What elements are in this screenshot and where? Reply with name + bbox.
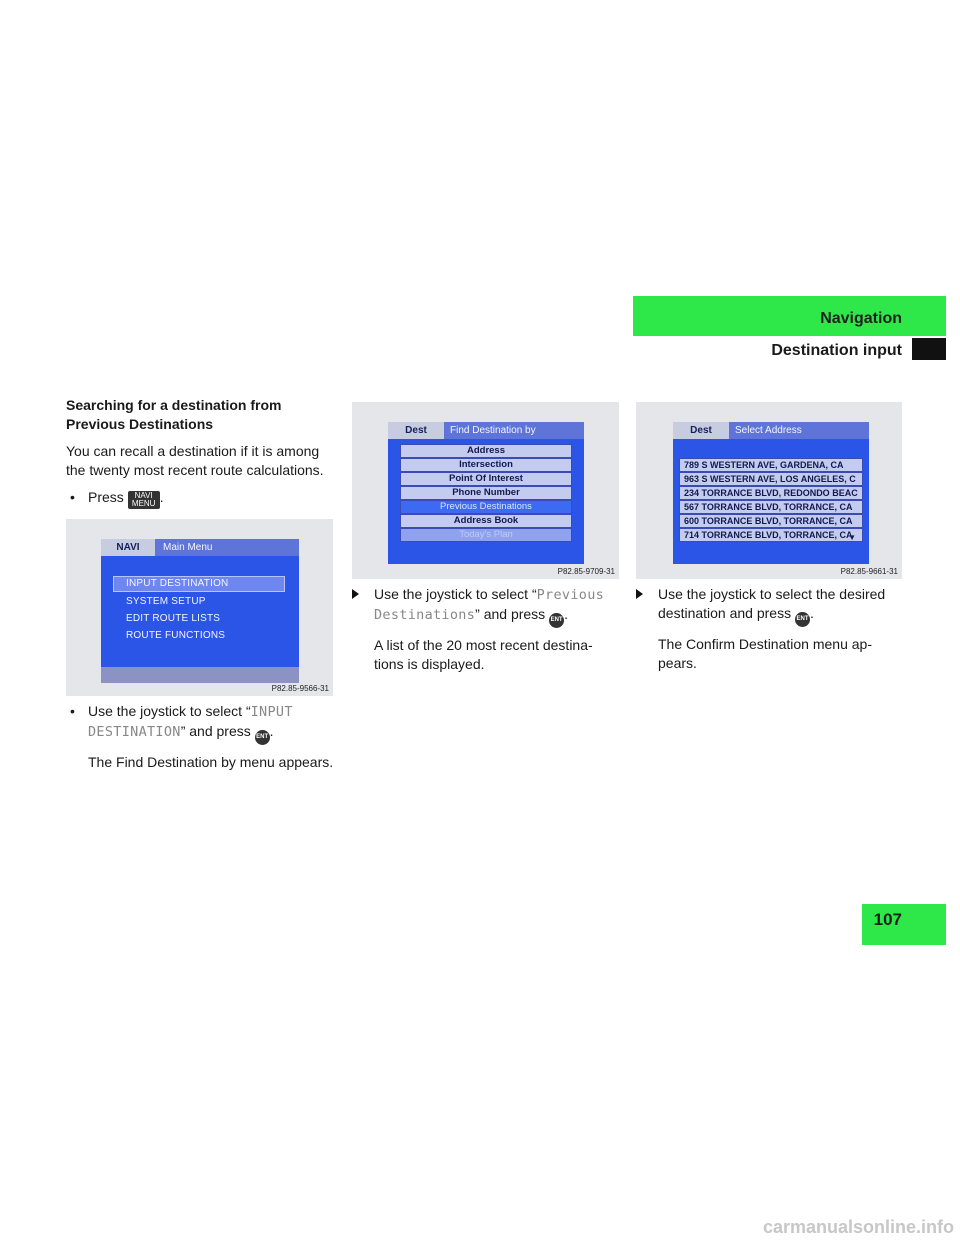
section-marker xyxy=(912,338,946,360)
step-select-destination: Use the joystick to select the desired d… xyxy=(636,585,906,627)
image-code: P82.85-9566-31 xyxy=(271,684,329,693)
page-number: 107 xyxy=(873,910,902,929)
option-address[interactable]: Address xyxy=(400,444,572,458)
result-text: The Find Destination by menu appears. xyxy=(88,754,334,770)
option-intersection[interactable]: Intersection xyxy=(400,458,572,472)
section-title: Navigation xyxy=(820,310,902,327)
section-heading: Searching for a destination from Previou… xyxy=(66,397,282,432)
screen-title: Main Menu xyxy=(163,542,213,553)
screen-select-address: Dest Select Address 789 S WESTERN AVE, G… xyxy=(636,402,902,579)
ent-key-icon: ENT xyxy=(254,730,270,745)
screen-display: Dest Find Destination by Address Interse… xyxy=(388,422,584,564)
option-address-book[interactable]: Address Book xyxy=(400,514,572,528)
ent-key-icon: ENT xyxy=(794,612,810,627)
watermark: carmanualsonline.info xyxy=(762,1217,954,1237)
screen-tab: Dest xyxy=(673,422,729,439)
address-item[interactable]: 714 TORRANCE BLVD, TORRANCE, CA ▼ xyxy=(679,528,863,542)
screen-display: NAVI Main Menu INPUT DESTINATION SYSTEM … xyxy=(101,539,299,683)
input-destination-code: INPUT DESTINATION xyxy=(88,704,293,740)
option-point-of-interest[interactable]: Point Of Interest xyxy=(400,472,572,486)
subsection-title: Destination input xyxy=(771,342,902,359)
column-2: Use the joystick to select “Previous Des… xyxy=(352,585,614,674)
bullet-icon: • xyxy=(70,489,75,505)
column-3: Use the joystick to select the desired d… xyxy=(636,585,906,673)
screen-display: Dest Select Address 789 S WESTERN AVE, G… xyxy=(673,422,869,564)
intro-text: You can recall a destination if it is am… xyxy=(66,443,324,478)
column-1: Searching for a destination from Previou… xyxy=(66,396,338,509)
menu-item-system-setup[interactable]: SYSTEM SETUP xyxy=(126,596,206,607)
down-triangle-icon[interactable]: ▼ xyxy=(848,533,856,542)
image-code: P82.85-9709-31 xyxy=(557,567,615,576)
menu-item-route-functions[interactable]: ROUTE FUNCTIONS xyxy=(126,630,226,641)
screen-title: Select Address xyxy=(735,425,802,436)
previous-destinations-code: Previous Destinations xyxy=(374,587,605,623)
arrow-bullet-icon xyxy=(636,589,643,599)
screen-title: Find Destination by xyxy=(450,425,536,436)
menu-item-input-destination[interactable]: INPUT DESTINATION xyxy=(113,576,285,592)
option-todays-plan: Today's Plan xyxy=(400,528,572,542)
step-text: Press xyxy=(88,489,124,505)
address-item[interactable]: 789 S WESTERN AVE, GARDENA, CA xyxy=(679,458,863,472)
address-item[interactable]: 600 TORRANCE BLVD, TORRANCE, CA xyxy=(679,514,863,528)
screen-main-menu: NAVI Main Menu INPUT DESTINATION SYSTEM … xyxy=(66,519,333,696)
option-phone-number[interactable]: Phone Number xyxy=(400,486,572,500)
step-select-previous-destinations: Use the joystick to select “Previous Des… xyxy=(352,585,614,628)
ent-key-icon: ENT xyxy=(549,613,565,628)
result-text: A list of the 20 most recent destina-tio… xyxy=(374,637,593,672)
bullet-icon: • xyxy=(70,703,75,719)
arrow-bullet-icon xyxy=(352,589,359,599)
page-number-tab: 107 xyxy=(862,904,946,945)
address-item[interactable]: 234 TORRANCE BLVD, REDONDO BEAC xyxy=(679,486,863,500)
section-tab: Navigation xyxy=(633,296,946,336)
address-item[interactable]: 963 S WESTERN AVE, LOS ANGELES, C xyxy=(679,472,863,486)
address-item[interactable]: 567 TORRANCE BLVD, TORRANCE, CA xyxy=(679,500,863,514)
result-text: The Confirm Destination menu ap-pears. xyxy=(658,636,872,671)
option-previous-destinations[interactable]: Previous Destinations xyxy=(400,500,572,514)
screen-find-destination: Dest Find Destination by Address Interse… xyxy=(352,402,619,579)
screen-tab: NAVI xyxy=(101,539,155,556)
screen-tab: Dest xyxy=(388,422,444,439)
step-select-input-destination: • Use the joystick to select “INPUT DEST… xyxy=(66,702,338,772)
menu-item-edit-route-lists[interactable]: EDIT ROUTE LISTS xyxy=(126,613,221,624)
image-code: P82.85-9661-31 xyxy=(840,567,898,576)
